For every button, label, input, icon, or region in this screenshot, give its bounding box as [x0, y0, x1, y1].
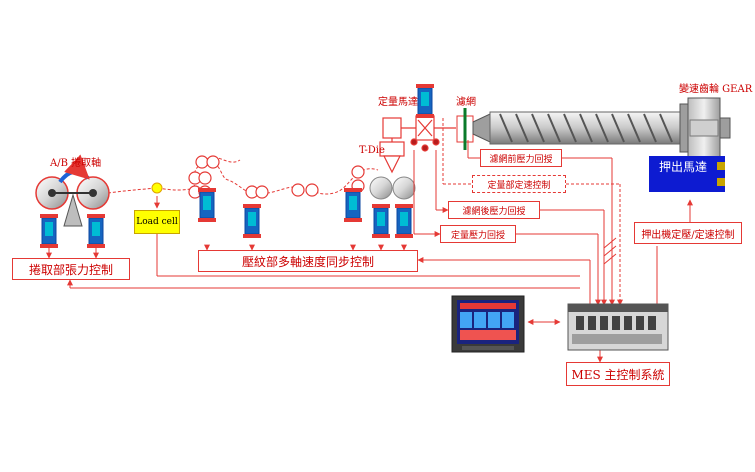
- t-die: [379, 117, 418, 174]
- servo-motor-icon: [87, 214, 105, 248]
- mes-controller-icon: [567, 303, 669, 351]
- filter-screen: [456, 108, 474, 150]
- mes-system-box: MES 主控制系統: [566, 362, 670, 386]
- servo-motor-icon: [416, 84, 434, 118]
- winder-assembly: [35, 154, 110, 227]
- hmi-panel-icon: [451, 295, 525, 353]
- extruder-barrel: [472, 111, 681, 145]
- rotation-arrow-icon: [58, 154, 90, 184]
- servo-motor-icon: [40, 214, 58, 248]
- film-path: [107, 156, 379, 195]
- extruder-motor: [649, 156, 725, 192]
- cast-rolls: [369, 176, 416, 200]
- winder-stand: [63, 193, 83, 227]
- servo-motors: [40, 84, 434, 248]
- metering-speed-box: 定量部定速控制: [472, 175, 566, 193]
- servo-motor-icon: [372, 204, 390, 238]
- gearbox: [679, 97, 731, 159]
- load-cell-sensor: [151, 182, 163, 194]
- bus-marks: [603, 237, 617, 265]
- ab-winder-label: A/B 捲取軸: [50, 158, 102, 169]
- metering-speed-link: [442, 118, 623, 306]
- extruder-control-box: 押出機定壓/定速控制: [634, 222, 742, 244]
- metering-pressure-box: 定量壓力回授: [440, 225, 516, 243]
- metering-pump: [410, 115, 456, 152]
- control-lines: [46, 140, 693, 363]
- servo-motor-icon: [243, 204, 261, 238]
- metering-motor-label: 定量馬達: [378, 97, 418, 108]
- servo-motor-icon: [198, 188, 216, 222]
- servo-motor-icon: [395, 204, 413, 238]
- extruder-motor-label: 押出馬達: [658, 159, 707, 174]
- post-filter-pressure-box: 濾網後壓力回授: [448, 201, 540, 219]
- winding-tension-box: 捲取部張力控制: [12, 258, 130, 280]
- embossing-sync-box: 壓紋部多軸速度同步控制: [198, 250, 418, 272]
- pre-filter-pressure-box: 濾網前壓力回授: [480, 149, 562, 167]
- load-cell-box: Load cell: [134, 210, 180, 234]
- t-die-label: T-Die: [359, 145, 385, 156]
- filter-screen-label: 濾網: [456, 97, 476, 108]
- gear-motor-label: 變速齒輪 GEAR: [679, 84, 753, 95]
- servo-motor-icon: [344, 188, 362, 222]
